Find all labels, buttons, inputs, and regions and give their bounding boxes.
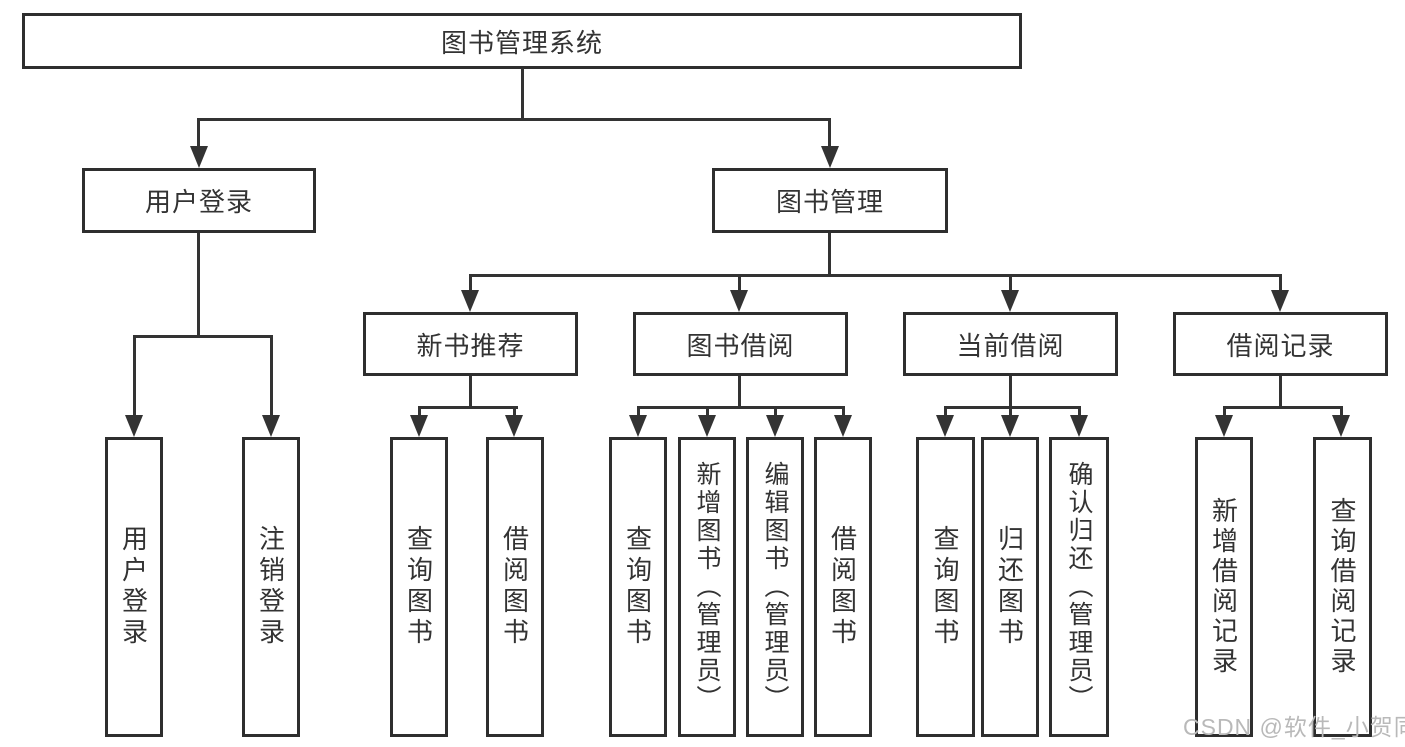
- node-book-management: 图书管理: [712, 168, 948, 233]
- connector-line: [133, 335, 273, 338]
- connector-line: [706, 406, 709, 417]
- arrow-down: [629, 415, 647, 437]
- arrow-down: [766, 415, 784, 437]
- connector-line: [1078, 406, 1081, 417]
- leaf-borrowing-query-books: 查询图书: [609, 437, 667, 737]
- leaf-current-query-books: 查询图书: [916, 437, 975, 737]
- connector-line: [197, 118, 831, 121]
- connector-line: [1279, 274, 1282, 292]
- arrow-down: [505, 415, 523, 437]
- arrow-down: [821, 146, 839, 168]
- arrow-down: [461, 290, 479, 312]
- connector-line: [828, 118, 831, 148]
- node-current-borrowing: 当前借阅: [903, 312, 1118, 376]
- connector-line: [521, 68, 524, 119]
- arrow-down: [1215, 415, 1233, 437]
- connector-line: [1009, 406, 1012, 417]
- connector-line: [469, 376, 472, 409]
- leaf-borrowing-edit-book-admin: 编辑图书（管理员）: [746, 437, 804, 737]
- connector-line: [469, 274, 472, 292]
- arrow-down: [730, 290, 748, 312]
- connector-line: [197, 233, 200, 337]
- arrow-down: [1001, 290, 1019, 312]
- leaf-logout: 注销登录: [242, 437, 300, 737]
- connector-line: [1340, 406, 1343, 417]
- connector-line: [1009, 376, 1012, 409]
- arrow-down: [1070, 415, 1088, 437]
- leaf-current-return-books: 归还图书: [981, 437, 1039, 737]
- arrow-down: [262, 415, 280, 437]
- leaf-records-query-borrow-record: 查询借阅记录: [1313, 437, 1372, 737]
- connector-line: [418, 406, 421, 417]
- connector-line: [1279, 376, 1282, 409]
- connector-line: [774, 406, 777, 417]
- connector-line: [944, 406, 1081, 409]
- connector-line: [270, 335, 273, 417]
- connector-line: [842, 406, 845, 417]
- node-borrow-records: 借阅记录: [1173, 312, 1388, 376]
- leaf-borrowing-add-book-admin: 新增图书（管理员）: [678, 437, 736, 737]
- arrow-down: [125, 415, 143, 437]
- connector-line: [197, 118, 200, 148]
- connector-line: [637, 406, 845, 409]
- arrow-down: [1001, 415, 1019, 437]
- connector-line: [738, 376, 741, 409]
- arrow-down: [1271, 290, 1289, 312]
- csdn-watermark: CSDN @软件_小贺同学: [1183, 714, 1405, 740]
- connector-line: [1223, 406, 1226, 417]
- arrow-down: [936, 415, 954, 437]
- leaf-newbook-query-books: 查询图书: [390, 437, 448, 737]
- leaf-records-add-borrow-record: 新增借阅记录: [1195, 437, 1253, 737]
- node-book-borrowing: 图书借阅: [633, 312, 848, 376]
- node-user-login: 用户登录: [82, 168, 316, 233]
- connector-line: [469, 274, 1282, 277]
- connector-line: [418, 406, 518, 409]
- connector-line: [738, 274, 741, 292]
- node-new-book-recommendation: 新书推荐: [363, 312, 578, 376]
- node-book-management-system: 图书管理系统: [22, 13, 1022, 69]
- connector-line: [133, 335, 136, 417]
- leaf-user-login: 用户登录: [105, 437, 163, 737]
- connector-line: [1009, 274, 1012, 292]
- connector-line: [1223, 406, 1343, 409]
- connector-line: [944, 406, 947, 417]
- arrow-down: [834, 415, 852, 437]
- leaf-current-confirm-return-admin: 确认归还（管理员）: [1049, 437, 1109, 737]
- arrow-down: [698, 415, 716, 437]
- connector-line: [828, 233, 831, 276]
- leaf-borrowing-borrow-books: 借阅图书: [814, 437, 872, 737]
- arrow-down: [410, 415, 428, 437]
- connector-line: [637, 406, 640, 417]
- leaf-newbook-borrow-books: 借阅图书: [486, 437, 544, 737]
- arrow-down: [1332, 415, 1350, 437]
- connector-line: [513, 406, 516, 417]
- arrow-down: [190, 146, 208, 168]
